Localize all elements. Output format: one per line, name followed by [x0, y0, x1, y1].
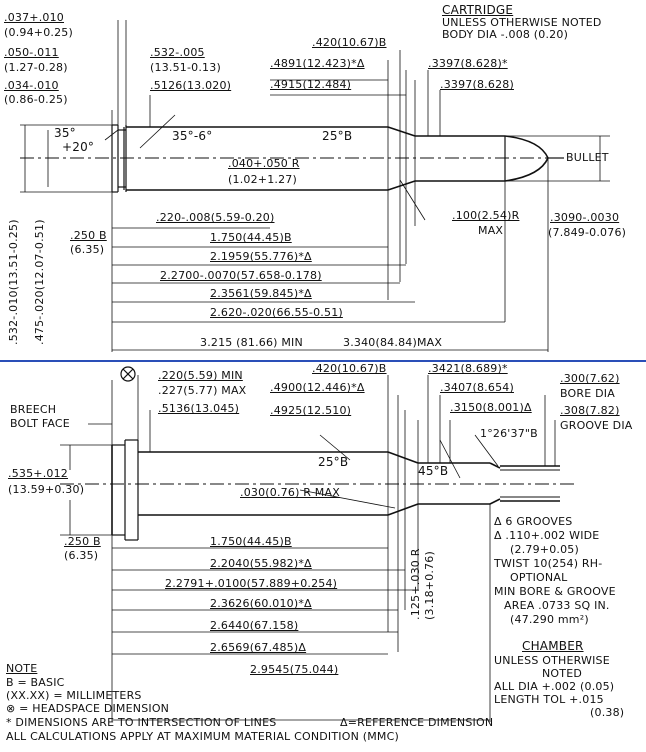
- dim-m6: 2.6569(67.485)Δ: [210, 641, 307, 654]
- note-line-4: * DIMENSIONS ARE TO INTERSECTION OF LINE…: [6, 716, 277, 729]
- angle-ang3: 1°26'37"B: [480, 427, 538, 440]
- chamber-note-4: LENGTH TOL +.015: [494, 693, 604, 706]
- dim-m2: 2.2040(55.982)*Δ: [210, 557, 312, 570]
- angle-ang1: 25°B: [318, 455, 349, 469]
- dim-c9: .3150(8.001)Δ: [450, 401, 532, 414]
- dim-d2: .050-.011: [4, 46, 59, 59]
- dim-d8: .4915(12.484): [270, 78, 352, 91]
- dim-c4: .420(10.67)B: [312, 362, 387, 375]
- dim-l2: 1.750(44.45)B: [210, 231, 292, 244]
- dim-vrm: (3.18+0.76): [423, 551, 436, 620]
- bullet-label: BULLET: [566, 151, 609, 164]
- section-divider: [0, 360, 646, 362]
- groove-line-1: Δ 6 GROOVES: [494, 515, 573, 528]
- cartridge-note-2: BODY DIA -.008 (0.20): [442, 28, 569, 41]
- dim-m1: 1.750(44.45)B: [210, 535, 292, 548]
- note-line-3: ⊗ = HEADSPACE DIMENSION: [6, 702, 170, 715]
- dim-m3: 2.2791+.0100(57.889+0.254): [165, 577, 338, 590]
- angle-a2: 35°-6°: [172, 129, 213, 143]
- dim-b2m: (6.35): [64, 549, 99, 562]
- breech-label-1: BREECH: [10, 403, 57, 416]
- dim-d1: .037+.010: [4, 11, 65, 24]
- dim-dia1m: (13.59+0.30): [8, 483, 85, 496]
- dim-m5: 2.6440(67.158): [210, 619, 299, 632]
- dim-d2m: (1.27-0.28): [4, 61, 68, 74]
- note-line-6: ALL CALCULATIONS APPLY AT MAXIMUM MATERI…: [6, 730, 399, 743]
- angle-ang2: 45°B: [418, 464, 449, 478]
- note-line-2: (XX.XX) = MILLIMETERS: [6, 689, 142, 702]
- dim-l7b: 3.340(84.84)MAX: [343, 336, 443, 349]
- dim-d1m: (0.94+0.25): [4, 26, 73, 39]
- dim-m7: 2.9545(75.044): [250, 663, 339, 676]
- groove-line-2: Δ .110+.002 WIDE: [494, 529, 600, 542]
- dim-b2: .250 B: [64, 535, 101, 548]
- dim-c2: .227(5.77) MAX: [158, 384, 247, 397]
- dim-l6: 2.620-.020(66.55-0.51): [210, 306, 343, 319]
- dim-b1m: (6.35): [70, 243, 105, 256]
- dim-r1: .040+.050 R: [228, 157, 300, 170]
- angle-a3: 25°B: [322, 129, 353, 143]
- dim-c3: .5136(13.045): [158, 402, 240, 415]
- dim-v2: .475-.020(12.07-0.51): [33, 219, 46, 345]
- dim-m4: 2.3626(60.010)*Δ: [210, 597, 312, 610]
- dim-r1m: (1.02+1.27): [228, 173, 297, 186]
- chamber-note-5: (0.38): [590, 706, 625, 719]
- dim-d7: .4891(12.423)*Δ: [270, 57, 365, 70]
- dim-d3m: (0.86-0.25): [4, 93, 68, 106]
- breech-label-2: BOLT FACE: [10, 417, 70, 430]
- dim-r2m: MAX: [478, 224, 504, 237]
- dim-bdm: (7.849-0.076): [548, 226, 627, 239]
- dim-d4m: (13.51-0.13): [150, 61, 221, 74]
- dim-r3: .030(0.76) R MAX: [240, 486, 340, 499]
- dim-v1: .532-.010(13.51-0.25): [7, 219, 20, 345]
- dim-c8: .3407(8.654): [440, 381, 514, 394]
- chamber-note-1: UNLESS OTHERWISE: [494, 654, 610, 667]
- dim-dia1: .535+.012: [8, 467, 69, 480]
- dim-d4: .532-.005: [150, 46, 205, 59]
- angle-a1b: +20°: [62, 140, 95, 154]
- angle-a1: 35°: [54, 126, 76, 140]
- dim-l3: 2.1959(55.776)*Δ: [210, 250, 312, 263]
- dim-l1: .220-.008(5.59-0.20): [156, 211, 275, 224]
- groove-line-8: (47.290 mm²): [510, 613, 589, 626]
- groove-line-7: AREA .0733 SQ IN.: [504, 599, 610, 612]
- cartridge-note-1: UNLESS OTHERWISE NOTED: [442, 16, 602, 29]
- dim-l4: 2.2700-.0070(57.658-0.178): [160, 269, 322, 282]
- cartridge-title: CARTRIDGE: [442, 3, 514, 17]
- dim-c6: .4925(12.510): [270, 404, 352, 417]
- dim-bd: .3090-.0030: [550, 211, 620, 224]
- chamber-note-2: NOTED: [542, 667, 583, 680]
- dim-l5: 2.3561(59.845)*Δ: [210, 287, 312, 300]
- dim-c11: .308(7.82): [560, 404, 620, 417]
- dim-c10: .300(7.62): [560, 372, 620, 385]
- dim-c5: .4900(12.446)*Δ: [270, 381, 365, 394]
- groove-line-4: TWIST 10(254) RH-: [494, 557, 603, 570]
- note-line-1: B = BASIC: [6, 676, 65, 689]
- chamber-title: CHAMBER: [522, 639, 584, 653]
- dim-c1: .220(5.59) MIN: [158, 369, 243, 382]
- dim-d5: .5126(13.020): [150, 79, 232, 92]
- note-line-5: Δ=REFERENCE DIMENSION: [340, 716, 494, 729]
- dim-c7: .3421(8.689)*: [428, 362, 508, 375]
- dim-vr: .125+.030 R: [409, 548, 422, 620]
- dim-b1: .250 B: [70, 229, 107, 242]
- dim-c10b: BORE DIA: [560, 387, 615, 400]
- groove-line-3: (2.79+0.05): [510, 543, 579, 556]
- groove-line-5: OPTIONAL: [510, 571, 568, 584]
- dim-d10: .3397(8.628): [440, 78, 514, 91]
- dim-c11b: GROOVE DIA: [560, 419, 633, 432]
- dim-l7a: 3.215 (81.66) MIN: [200, 336, 303, 349]
- chamber-note-3: ALL DIA +.002 (0.05): [494, 680, 615, 693]
- dim-r2: .100(2.54)R: [452, 209, 520, 222]
- groove-line-6: MIN BORE & GROOVE: [494, 585, 616, 598]
- dim-d6: .420(10.67)B: [312, 36, 387, 49]
- dim-d3: .034-.010: [4, 79, 59, 92]
- cartridge-outline: [111, 124, 549, 193]
- dim-d9: .3397(8.628)*: [428, 57, 508, 70]
- note-title: NOTE: [6, 662, 38, 675]
- headspace-symbol: [120, 366, 136, 382]
